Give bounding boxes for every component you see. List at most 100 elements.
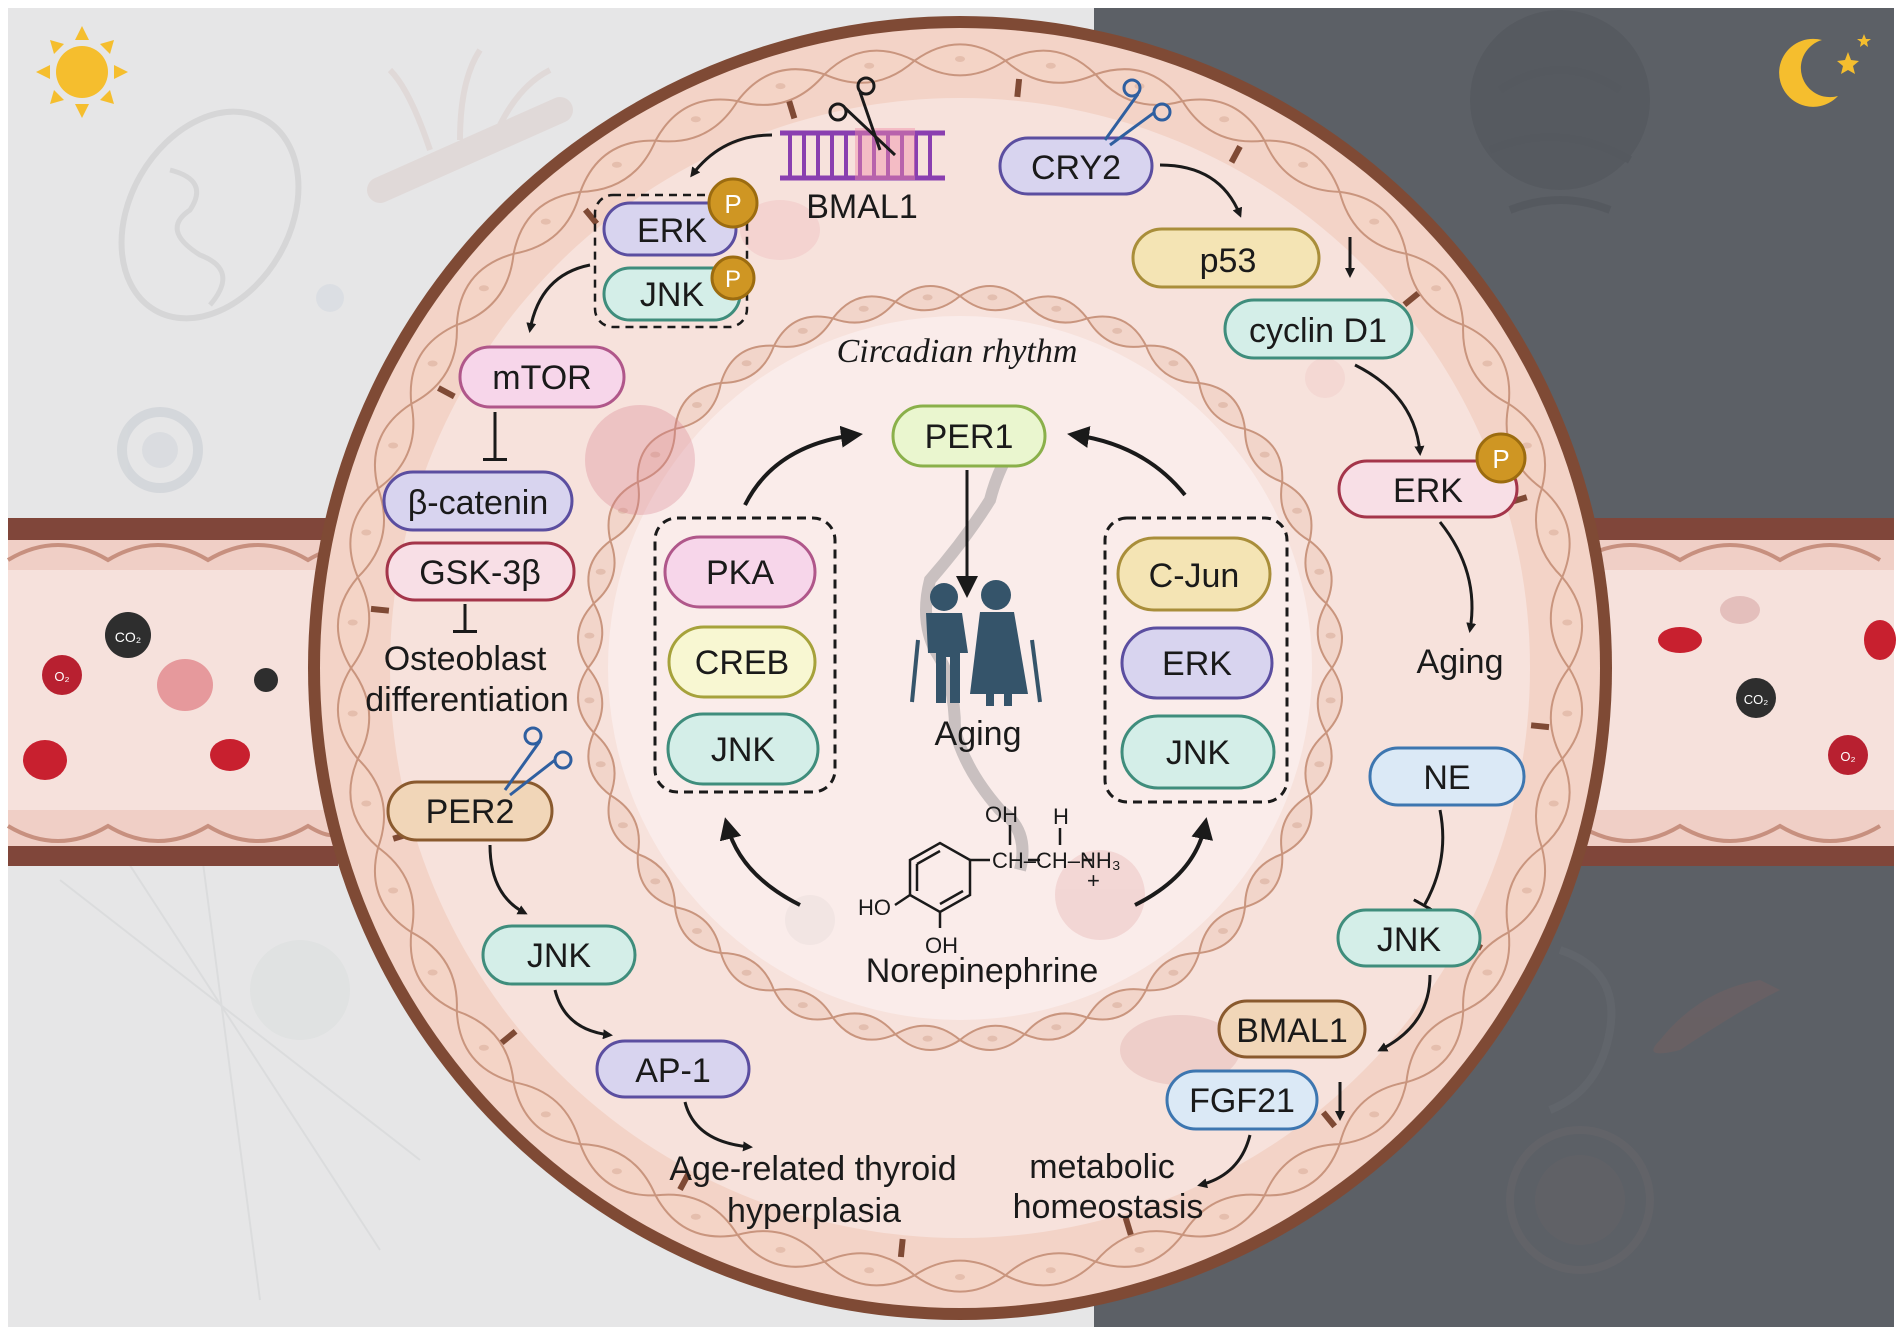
top-right-erk-label: ERK — [1393, 472, 1463, 510]
cell-nucleus — [1369, 1111, 1380, 1118]
osteoblast-label-line1: Osteoblast — [384, 640, 547, 678]
co2-label: CO₂ — [1744, 692, 1769, 707]
cell-nucleus — [611, 161, 622, 168]
cell-nucleus — [361, 529, 372, 536]
cell-nucleus — [741, 969, 752, 976]
o2-label: O₂ — [54, 669, 69, 684]
cell-nucleus — [361, 800, 372, 807]
ring-tick — [1320, 1110, 1338, 1129]
right-kinase-box — [1103, 516, 1289, 804]
cell-nucleus — [1325, 632, 1336, 639]
top-right-erk-phospho-label: P — [1492, 444, 1509, 474]
cell-nucleus — [478, 285, 489, 292]
cell-nucleus — [1112, 1002, 1123, 1009]
blood-cells — [23, 596, 1896, 780]
cell-nucleus — [987, 294, 998, 301]
dna-icon — [780, 130, 945, 181]
inner-decorations — [585, 200, 1345, 1085]
ne-label: NE — [1423, 759, 1470, 797]
pka-label: PKA — [706, 554, 774, 592]
top-left-erk-node: ERK — [602, 201, 738, 257]
co2-label: CO₂ — [115, 629, 141, 645]
cell-nucleus — [864, 1267, 875, 1274]
cyclin-d1-label: cyclin D1 — [1249, 312, 1387, 350]
cell-nucleus — [617, 822, 628, 829]
cell-nucleus — [427, 360, 438, 367]
phosphate-badge-icon: P — [710, 255, 756, 301]
norepinephrine-to-right-arrow — [1134, 817, 1214, 907]
p53-label: p53 — [1200, 242, 1257, 280]
cell-nucleus — [427, 969, 438, 976]
cry2-to-p53-arrow — [1159, 163, 1243, 218]
ring-tick — [677, 1172, 692, 1192]
bottom-left-jnk-node: JNK — [481, 924, 637, 986]
ring-tick — [436, 385, 456, 400]
h-top-label: H — [1053, 804, 1069, 829]
cjun-label: C-Jun — [1149, 557, 1240, 595]
thyroid-label-line2: hyperplasia — [727, 1192, 901, 1230]
ap1-to-thyroid-arrow — [683, 1101, 753, 1152]
cell-nucleus — [595, 761, 606, 768]
bottom-right-bmal1-label: BMAL1 — [1236, 1012, 1348, 1050]
ring-tick — [1014, 78, 1023, 98]
cell-nucleus — [347, 710, 358, 717]
fgf21-to-homeostasis-arrow — [1197, 1134, 1252, 1189]
plus-label: + — [1087, 868, 1100, 893]
per1-node: PER1 — [891, 404, 1047, 468]
cell-nucleus — [1045, 62, 1056, 69]
ring-tick — [786, 100, 798, 120]
cell-nucleus — [797, 1002, 808, 1009]
cell-nucleus — [595, 568, 606, 575]
circadian-rhythm-title: Circadian rhythm — [837, 333, 1078, 370]
sun-icon — [36, 26, 128, 118]
cell-nucleus — [1219, 1213, 1230, 1220]
cell-nucleus — [1259, 878, 1270, 885]
p53-node: p53 — [1131, 227, 1321, 289]
ring-tick — [499, 1028, 518, 1046]
cell-nucleus — [1482, 360, 1493, 367]
cell-nucleus — [797, 327, 808, 334]
center-left-jnk-node: JNK — [666, 712, 820, 786]
thyroid-label-line1: Age-related thyroid — [669, 1150, 956, 1188]
cell-nucleus — [1259, 451, 1270, 458]
bcatenin-label: β-catenin — [408, 484, 549, 522]
mtor-node: mTOR — [458, 345, 626, 409]
oh-top-label: OH — [985, 802, 1018, 827]
cyclin-d1-node: cyclin D1 — [1223, 298, 1414, 360]
jnk-to-bmal1-arrow — [1377, 974, 1432, 1052]
cell-nucleus — [858, 305, 869, 312]
cell-nucleus — [1218, 402, 1228, 408]
erk-phospho-label: P — [724, 189, 741, 219]
cell-nucleus — [540, 218, 551, 225]
fgf21-label: FGF21 — [1189, 1082, 1295, 1120]
background-organelles — [59, 10, 1780, 1301]
bottom-right-jnk-label: JNK — [1377, 921, 1442, 959]
cell-nucleus — [1431, 285, 1442, 292]
per1-label: PER1 — [925, 418, 1014, 456]
cell-nucleus — [1369, 218, 1380, 225]
cell-nucleus — [1292, 822, 1303, 829]
ring-tick — [1122, 1216, 1134, 1236]
scissors-icon — [1103, 78, 1172, 147]
cell-nucleus — [1521, 887, 1532, 894]
phosphate-badge-icon: P — [1475, 432, 1527, 484]
ne-inhibits-jnk — [1413, 809, 1445, 913]
cell-nucleus — [775, 83, 786, 90]
chain-label: CH–CH–NH₃ — [992, 848, 1121, 873]
cell-nucleus — [1548, 529, 1559, 536]
cell-nucleus — [650, 878, 661, 885]
per2-label: PER2 — [426, 793, 515, 831]
pka-to-per1-arrow — [743, 425, 863, 506]
cell-nucleus — [1562, 619, 1573, 626]
cell-nucleus — [1431, 1044, 1442, 1051]
cell-nucleus — [1482, 969, 1493, 976]
norepinephrine-to-left-arrow — [719, 817, 801, 907]
ring-tick — [1228, 144, 1243, 164]
erk-to-aging-arrow — [1438, 521, 1477, 633]
cell-nucleus — [1219, 116, 1230, 123]
dna-cut-highlight — [855, 128, 915, 180]
cell-nucleus — [864, 62, 875, 69]
cell-nucleus — [1051, 1024, 1062, 1031]
